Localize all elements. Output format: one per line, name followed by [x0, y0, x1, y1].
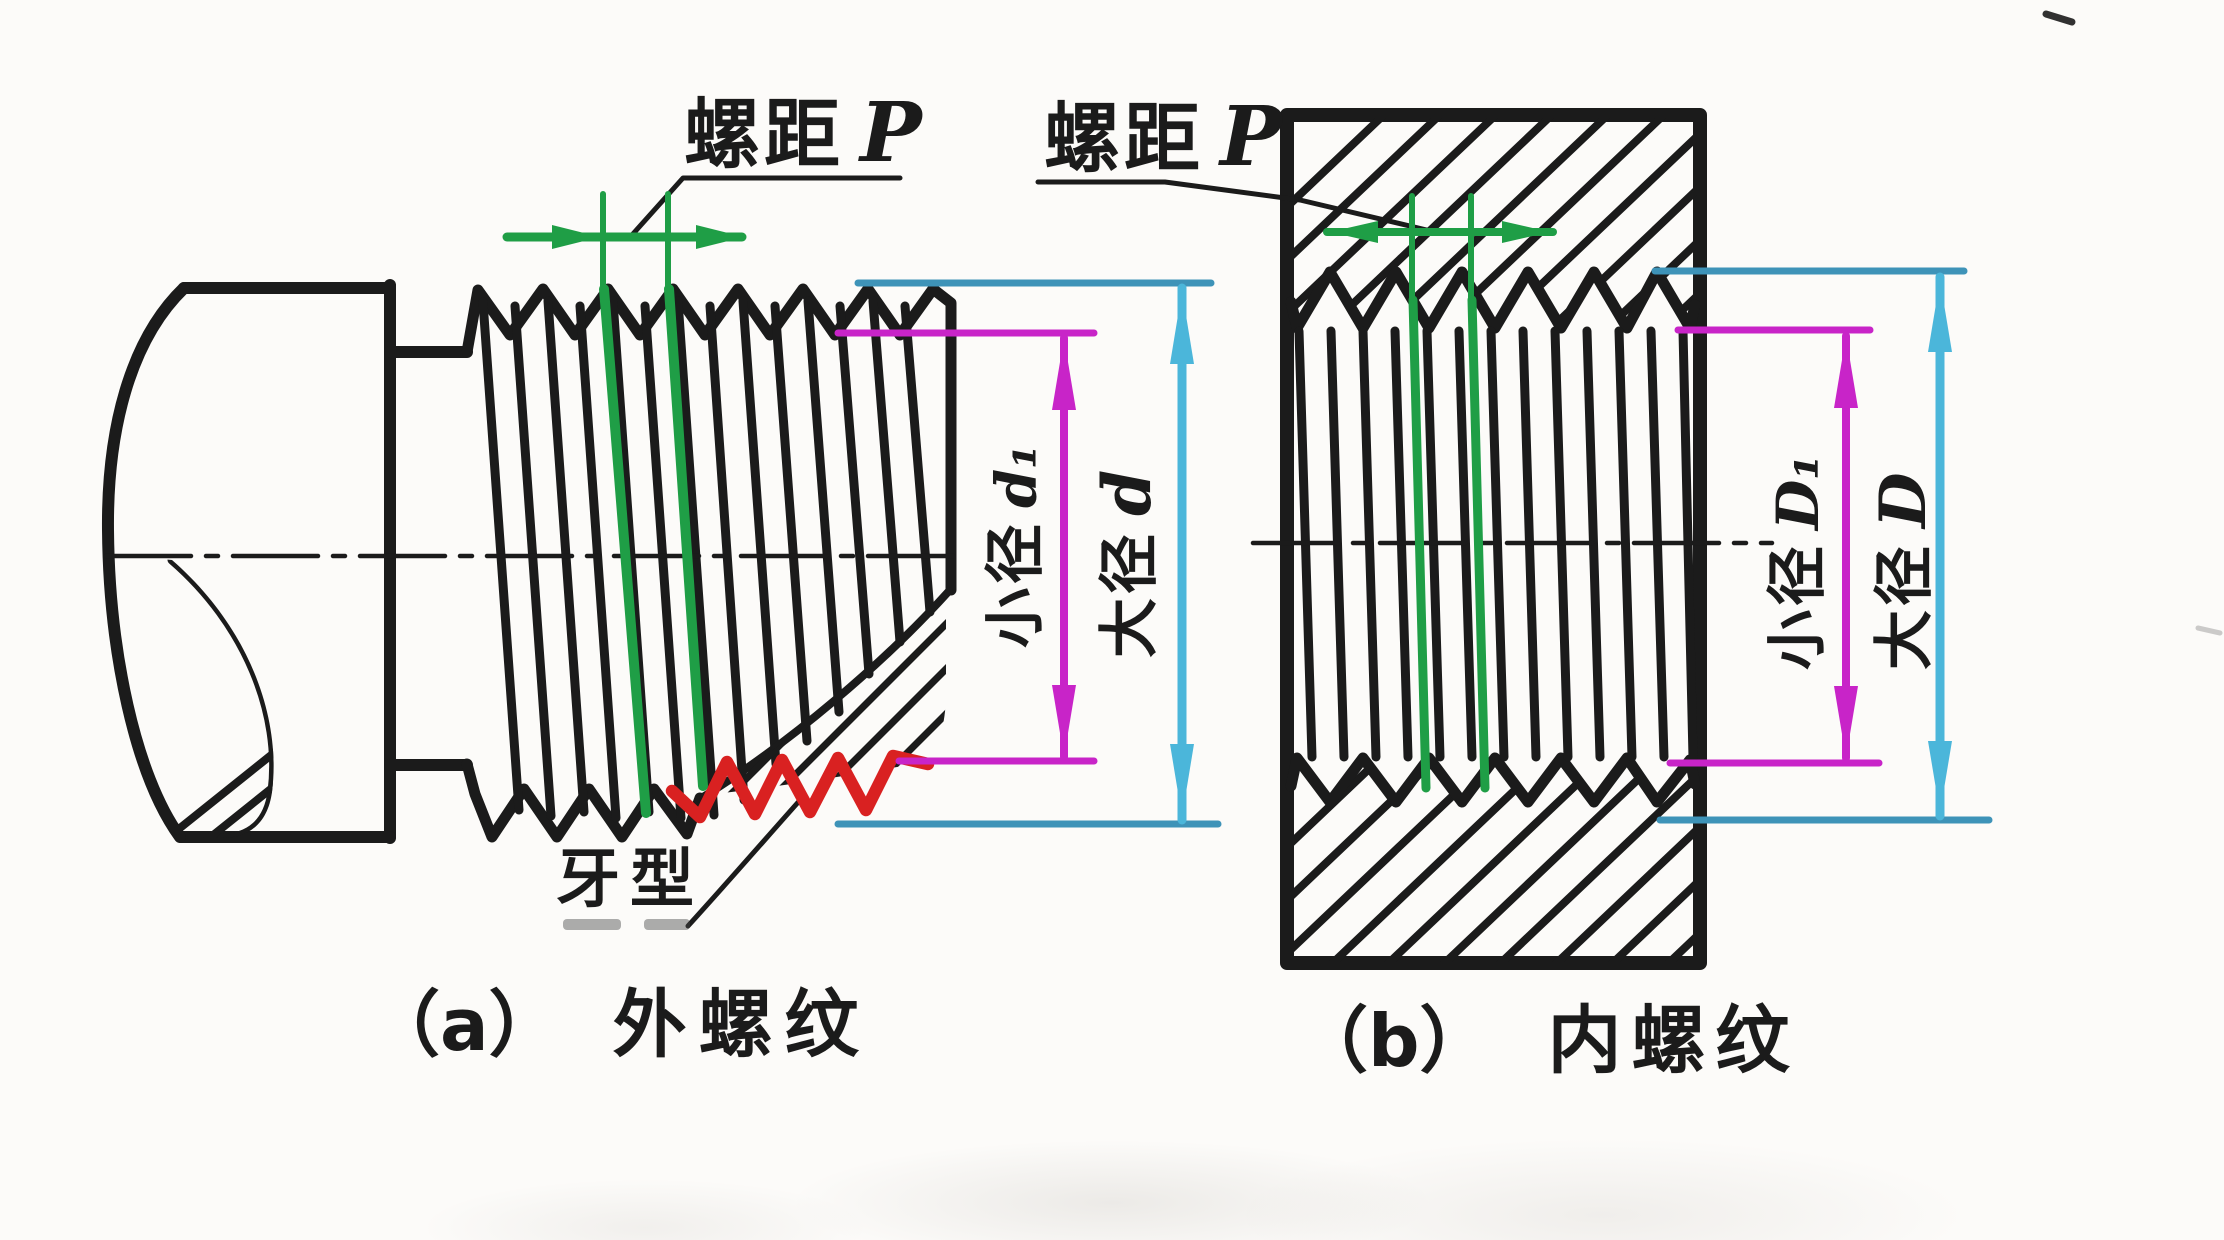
bolt-shank-outline — [101, 279, 473, 844]
internal-thread-drawing — [1035, 108, 1775, 970]
major-diameter-label-right: 大径 D — [1866, 472, 1941, 671]
pitch-label-right-text: 螺距 — [1044, 94, 1204, 183]
pitch-dimension-left — [502, 191, 747, 818]
pitch-leader-left — [629, 175, 903, 238]
profile-label: 牙型 — [556, 848, 704, 912]
bore-crest-bottom — [1285, 752, 1701, 808]
pitch-label-right: 螺距 P — [1044, 96, 1282, 178]
caption-a: （a） 外螺纹 — [368, 988, 871, 1062]
major-label-right-text: 大径 — [1870, 542, 1940, 670]
minor-arrowheads-left — [1052, 338, 1076, 757]
pitch-arrowheads-left — [552, 225, 744, 249]
caption-a-text: 外螺纹 — [612, 982, 871, 1068]
thread-flanks — [478, 296, 935, 823]
minor-diameter-dimension-left — [834, 329, 1098, 765]
minor-diameter-dimension-right — [1666, 326, 1883, 767]
illegible-fine-print — [563, 919, 690, 930]
minor-label-left-text: 小径 — [981, 520, 1051, 648]
pitch-label-left: 螺距 P — [684, 92, 922, 174]
major-arrowheads-left — [1170, 291, 1194, 817]
pitch-leader-right — [1035, 179, 1438, 235]
minor-diameter-label-right: 小径 D₁ — [1763, 454, 1833, 670]
caption-b-text: 内螺纹 — [1547, 998, 1800, 1084]
paper-marks — [2042, 10, 2223, 636]
caption-a-prefix: （a） — [368, 983, 561, 1067]
major-diameter-dimension-left — [834, 279, 1222, 828]
nut-body-outline — [1280, 108, 1707, 970]
thread-profile-highlight — [665, 749, 935, 824]
major-symbol-right: D — [1866, 472, 1941, 529]
minor-label-right-text: 小径 — [1763, 542, 1833, 670]
caption-b-prefix: （b） — [1296, 999, 1492, 1083]
minor-arrowheads-right — [1834, 336, 1858, 758]
nut-hatching-bottom — [1290, 758, 1697, 962]
minor-diameter-label-left: 小径 d₁ — [981, 444, 1051, 648]
pitch-symbol-left: P — [860, 85, 922, 181]
minor-symbol-left: d₁ — [984, 444, 1050, 508]
external-thread-drawing — [101, 175, 971, 929]
profile-leader — [685, 796, 804, 929]
major-symbol-left: d — [1088, 469, 1166, 516]
thread-crest-bottom — [461, 758, 706, 843]
major-label-left-text: 大径 — [1095, 530, 1165, 658]
caption-b: （b） 内螺纹 — [1296, 1004, 1800, 1078]
minor-symbol-right: D₁ — [1764, 454, 1832, 530]
major-arrowheads-right — [1928, 280, 1952, 813]
pitch-dimension-right — [1323, 193, 1557, 793]
pitch-arrowheads-right — [1330, 221, 1550, 243]
profile-label-text: 牙型 — [556, 843, 704, 917]
pitch-symbol-right: P — [1220, 89, 1282, 185]
major-diameter-dimension-right — [1651, 267, 1993, 824]
shank-section-hatching — [113, 556, 274, 838]
major-diameter-label-left: 大径 d — [1088, 469, 1166, 658]
pitch-label-left-text: 螺距 — [684, 90, 844, 179]
bore-crest-top — [1285, 266, 1701, 334]
